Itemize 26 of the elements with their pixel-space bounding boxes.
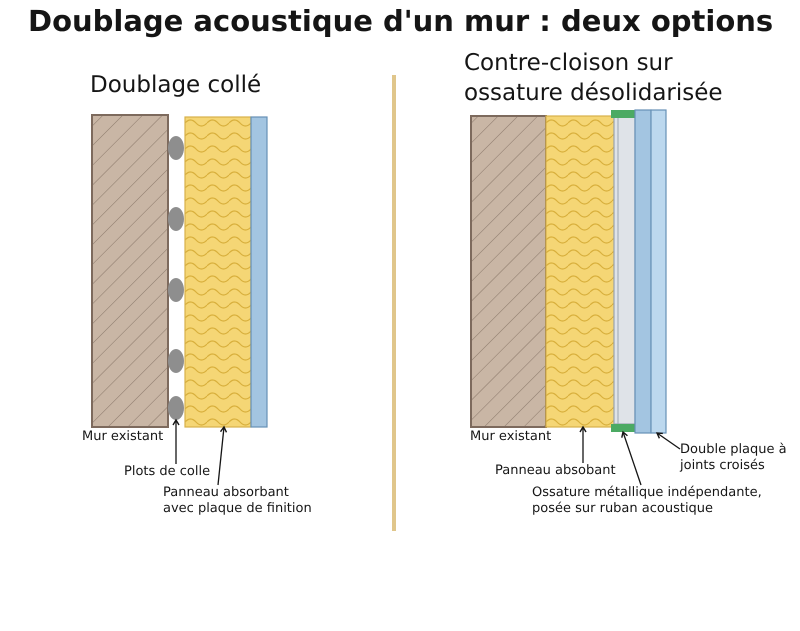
section-heading: Contre-cloison sur ossature désolidarisée xyxy=(464,49,724,108)
part-label: Mur existant xyxy=(82,429,164,445)
lined-insulation-panel xyxy=(184,116,268,428)
callout-label: Panneau absobant xyxy=(495,463,616,479)
wall-section xyxy=(470,115,547,428)
leader-arrow xyxy=(172,419,180,464)
leader-arrow xyxy=(217,426,228,486)
adhesive-dab xyxy=(168,349,184,373)
title: Doublage acoustique d'un mur : deux options xyxy=(28,4,774,38)
callout-label: Double plaque à joints croisés xyxy=(680,442,788,474)
leader-arrow xyxy=(656,432,680,450)
wall-section xyxy=(91,114,169,428)
adhesive-dab xyxy=(168,396,184,420)
adhesive-dab xyxy=(168,278,184,302)
callout-label: Panneau absorbant avec plaque de finition xyxy=(163,485,313,517)
callout-label: Plots de colle xyxy=(124,464,210,480)
callout-label: Ossature métallique indépendante, posée sur ruban acoustique xyxy=(532,485,763,517)
adhesive-dab xyxy=(168,136,184,160)
leader-arrow xyxy=(579,426,587,463)
insulation-panel xyxy=(545,115,615,428)
leader-arrow xyxy=(621,431,642,486)
part-label: Mur existant xyxy=(470,429,552,445)
metal-stud-frame xyxy=(611,110,636,432)
adhesive-dab xyxy=(168,207,184,231)
plasterboard-layers xyxy=(634,109,667,434)
section-heading: Doublage collé xyxy=(90,71,262,100)
